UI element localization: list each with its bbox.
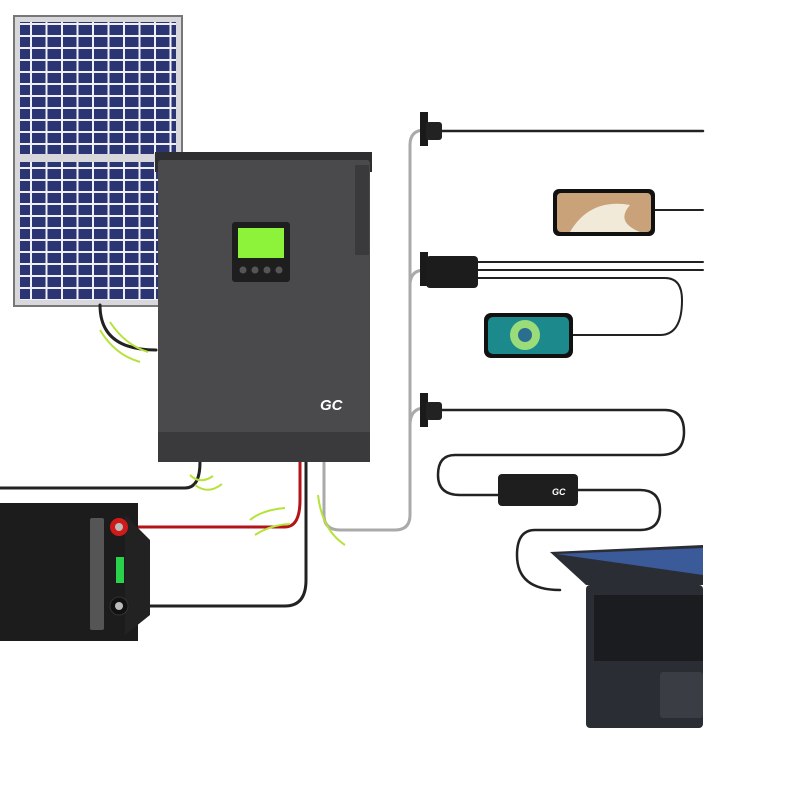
inverter: GC (155, 152, 372, 462)
plug3-cable (436, 408, 686, 497)
solar-cable (98, 303, 158, 352)
ac-plug-3 (420, 393, 442, 427)
inverter-logo: GC (320, 397, 344, 414)
cables (0, 128, 705, 608)
laptop (550, 545, 703, 728)
solar-panel (13, 15, 183, 307)
iphone (484, 313, 573, 358)
battery-cable-top (0, 460, 202, 490)
positive-cable (118, 460, 302, 529)
android-phone (553, 189, 655, 236)
battery (0, 503, 150, 641)
charger-cable (515, 488, 662, 592)
ac-plug-1 (420, 112, 442, 146)
charger-logo: GC (552, 487, 566, 497)
flow-indicators (99, 321, 346, 546)
inverter-display (232, 222, 290, 282)
hub-cables (477, 261, 704, 336)
negative-cable (118, 460, 308, 608)
laptop-charger: GC (498, 474, 578, 506)
usb-hub (420, 252, 478, 288)
battery-indicator (116, 557, 124, 583)
